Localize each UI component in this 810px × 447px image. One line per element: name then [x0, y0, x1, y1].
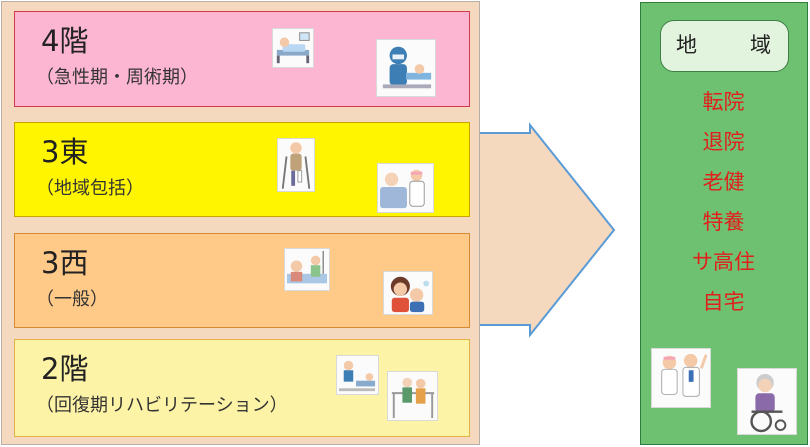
surgeon-surgery-icon	[376, 39, 436, 97]
floor-title: 4階	[41, 24, 89, 58]
floor-subtitle: （地域包括）	[36, 178, 144, 199]
rehabilitation-exercise-icon	[336, 355, 379, 395]
nurse-doctor-icon	[651, 348, 711, 408]
destination-list: 転院 退院 老健 特養 サ高住 自宅	[641, 86, 806, 326]
destination-item: 退院	[702, 130, 745, 154]
family-hospital-visit-icon	[284, 248, 330, 291]
sick-child-mother-icon	[383, 271, 433, 315]
destination-item: サ高住	[692, 250, 755, 274]
walking-rehab-icon	[387, 371, 438, 421]
destination-item: 老健	[702, 170, 745, 194]
floor-2f: 2階 （回復期リハビリテーション）	[14, 339, 470, 437]
floor-title: 3西	[41, 246, 89, 280]
crutches-patient-icon	[277, 138, 315, 192]
wheelchair-elderly-icon	[737, 368, 797, 435]
floor-3-west: 3西 （一般）	[14, 233, 470, 328]
destination-item: 自宅	[702, 290, 745, 314]
floor-3-east: 3東 （地域包括）	[14, 122, 470, 217]
floor-4f: 4階 （急性期・周術期）	[14, 11, 470, 107]
region-title: 地 域	[660, 20, 789, 72]
hospital-bed-patient-icon	[272, 28, 314, 68]
floor-subtitle: （回復期リハビリテーション）	[36, 395, 288, 416]
destination-item: 特養	[702, 210, 745, 234]
floor-subtitle: （急性期・周術期）	[36, 67, 198, 88]
floor-title: 3東	[41, 135, 89, 169]
hospital-wards-panel: 4階 （急性期・周術期） 3東 （地域包括） 3西 （一般）	[1, 1, 480, 445]
floor-subtitle: （一般）	[36, 289, 108, 310]
community-region: 地 域 転院 退院 老健 特養 サ高住 自宅	[640, 2, 808, 445]
nurse-elderly-care-icon	[377, 163, 434, 213]
floor-title: 2階	[41, 352, 89, 386]
destination-item: 転院	[702, 90, 745, 114]
